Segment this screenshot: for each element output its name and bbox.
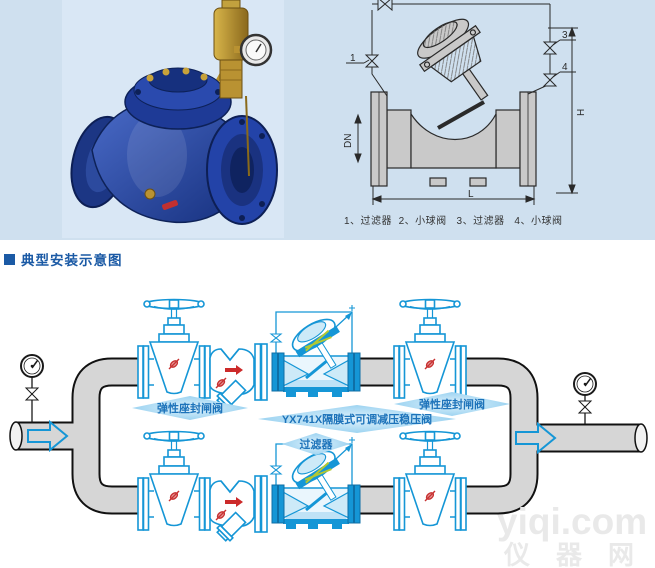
heading-bullet-icon xyxy=(4,253,15,265)
inlet-flow-arrow xyxy=(27,419,69,453)
outlet-pressure-gauge xyxy=(573,372,597,424)
strainer-lower xyxy=(209,475,268,544)
gate-valve-upper-left xyxy=(137,298,211,399)
pipe-open-end-inlet xyxy=(9,421,23,451)
dim-label-h: H xyxy=(576,109,587,116)
watermark: yiqi.com 仪器网 xyxy=(497,501,655,568)
callout-strainer-text: 过滤器 xyxy=(300,437,334,451)
tube-fitting xyxy=(144,188,156,200)
pipe-open-end-outlet xyxy=(634,423,648,453)
seat-line xyxy=(437,100,485,130)
prv-upper xyxy=(269,303,362,399)
top-section: 1 3 4 L H DN xyxy=(0,0,655,240)
product-photo xyxy=(62,0,284,238)
callout-diamond-gate-left xyxy=(132,396,248,420)
dim-label-dn: DN xyxy=(343,134,354,148)
foot-left xyxy=(429,177,447,187)
section-heading: 典型安装示意图 xyxy=(4,249,123,269)
callout-diamond-prv xyxy=(258,405,456,433)
gate-valve-lower-right xyxy=(393,430,467,531)
callout-diamond-strainer xyxy=(282,433,350,455)
callout-gate-right-text: 弹性座封闸阀 xyxy=(419,397,485,411)
outlet-flow-arrow xyxy=(515,421,557,455)
hub-left xyxy=(386,109,412,169)
pilot-circuit xyxy=(346,0,576,97)
dim-label-l: L xyxy=(468,189,474,200)
gate-valve-upper-right xyxy=(393,298,467,399)
body-bowl xyxy=(410,111,497,169)
installation-schematic: yiqi.com 仪器网 弹性 xyxy=(9,298,655,568)
drawing-caption: 1、过滤器 2、小球阀 3、过滤器 4、小球阀 xyxy=(344,216,563,227)
part-label-3: 3 xyxy=(562,30,568,41)
callout-diamond-gate-right xyxy=(394,392,510,416)
hub-right xyxy=(495,109,521,169)
heading-text: 典型安装示意图 xyxy=(21,253,123,268)
actuator xyxy=(417,18,489,101)
technical-drawing: 1 3 4 L H DN xyxy=(343,0,587,205)
callouts: 弹性座封闸阀 YX741X隔膜式可调减压稳压阀 弹性座封闸阀 过滤器 xyxy=(132,392,510,455)
red-lever xyxy=(162,200,178,210)
watermark-line2: 仪器网 xyxy=(503,540,655,568)
outlet-flange xyxy=(206,115,278,225)
gate-valve-lower-left xyxy=(137,430,211,531)
dimension-lines xyxy=(354,26,578,205)
watermark-line1: yiqi.com xyxy=(497,501,647,542)
part-label-4: 4 xyxy=(562,62,568,73)
callout-gate-left-text: 弹性座封闸阀 xyxy=(157,401,223,415)
inlet-pressure-gauge xyxy=(20,354,44,423)
bonnet xyxy=(124,67,232,130)
callout-prv-text: YX741X隔膜式可调减压稳压阀 xyxy=(282,412,432,426)
part-label-1: 1 xyxy=(350,53,356,64)
body-highlight xyxy=(127,113,187,197)
strainer-upper xyxy=(209,343,268,412)
foot-right xyxy=(469,177,487,187)
photo-pressure-gauge xyxy=(234,33,273,67)
